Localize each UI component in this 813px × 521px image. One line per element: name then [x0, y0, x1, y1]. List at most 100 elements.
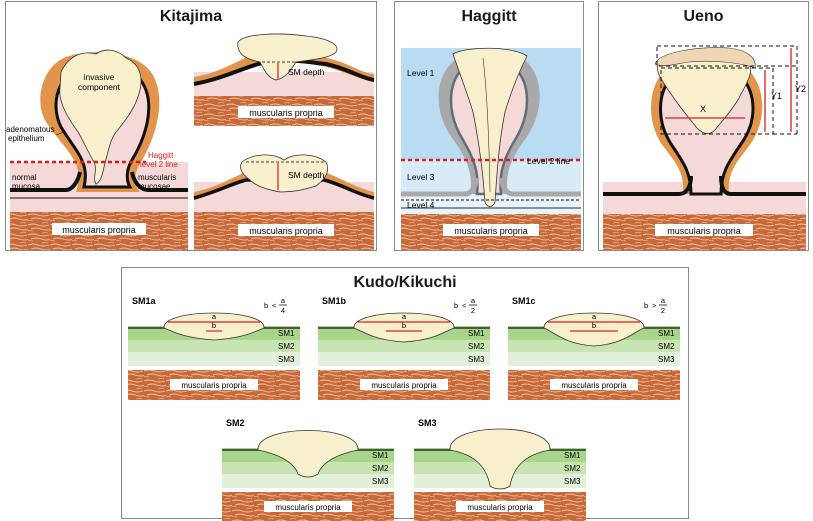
- kitajima-adenomatous-label-2: epithelium: [8, 134, 45, 143]
- haggitt-mucosa-left: [401, 177, 480, 197]
- kudo-sm1c-sm-label-1: SM2: [658, 342, 675, 351]
- kudo-sm1c-name: SM1c: [512, 296, 536, 306]
- kudo-sm1b-a-label: a: [402, 312, 407, 321]
- kitajima-muscularis-mucosae-label-1: muscularis: [138, 173, 176, 182]
- kitajima-sm-depth-label-top: SM depth: [288, 67, 325, 77]
- kitajima-sessile-top-tumor: [237, 33, 338, 81]
- kudo-sm1c-rule-b: b: [644, 301, 648, 310]
- kitajima-muscularis-mucosae-label-2: mucosae: [138, 182, 171, 191]
- ueno-y2-label: Y2: [795, 84, 806, 94]
- kudo-sm2-sm3-layer: [222, 474, 394, 488]
- kudo-sm1c-rule-den: 2: [661, 306, 665, 315]
- haggitt-muscularis-label-bg: [443, 224, 539, 236]
- haggitt-level4-label: Level 4: [407, 200, 435, 210]
- kitajima-muscularis-label-top-bg: [238, 106, 334, 118]
- kitajima-muscularis-label-top: muscularis propria: [249, 108, 323, 118]
- kitajima-haggitt-label-2: level 2 line: [140, 160, 178, 169]
- kudo-sm1a-muscle-label-bg: [170, 379, 258, 390]
- kitajima-normal-mucosa-label-1: normal: [12, 173, 37, 182]
- kudo-sm1b-rule-b: b: [454, 301, 458, 310]
- haggitt-tumor: [452, 47, 528, 207]
- kitajima-sessile-bottom-tumor: [240, 154, 329, 193]
- kitajima-haggitt-label-1: Haggitt: [148, 151, 174, 160]
- kudo-sm1b-muscle-label-bg: [360, 379, 448, 390]
- kitajima-invasive-component: [59, 49, 142, 185]
- haggitt-mucosa-right: [498, 177, 581, 197]
- kudo-sm3-tumor: [449, 428, 551, 490]
- kudo-sm1a-b-label: b: [212, 321, 216, 330]
- kudo-sm1c-muscle-label-bg: [550, 379, 638, 390]
- kudo-sm1b-b-label: b: [402, 321, 406, 330]
- kudo-sm1a-sm-label-2: SM3: [278, 355, 295, 364]
- ueno-diagram: X Y1 Y2 muscularis propria: [603, 45, 806, 250]
- kitajima-adenomatous-pointer: [55, 131, 65, 136]
- kitajima-panel: Kitajima muscularis propria invasive com…: [5, 1, 377, 251]
- kudo-sm2-muscle-label-bg: [264, 501, 352, 512]
- kudo-sm1a-rule-den: 4: [281, 306, 285, 315]
- kudo-sm1c-sm-label-2: SM3: [658, 355, 675, 364]
- kudo-sm1a-muscle-label: muscularis propria: [181, 381, 247, 390]
- kudo-sm1c-a-label: a: [592, 312, 597, 321]
- kudo-sm1a-rule-op: <: [272, 301, 277, 310]
- kitajima-invasive-label-2: component: [78, 82, 121, 92]
- kitajima-sm-depth-label-bottom: SM depth: [288, 170, 325, 180]
- kudo-sm1c-rule-op: >: [652, 301, 657, 310]
- ueno-mucosa-right: [719, 175, 806, 196]
- kudo-sm1c-tumor: [543, 312, 645, 347]
- haggitt-level1-label: Level 1: [407, 68, 435, 78]
- kudo-sm1b-sm3-layer: [318, 352, 490, 366]
- kitajima-sessile-bottom-epithelium: [194, 172, 374, 200]
- kudo-sm1b-rule-num: a: [471, 296, 476, 305]
- ueno-muscularis-label: muscularis propria: [667, 226, 741, 236]
- kudo-sm1c-sm3-layer: [508, 352, 680, 366]
- kudo-sm1a-rule-num: a: [281, 296, 286, 305]
- kudo-sm3-muscle-label: muscularis propria: [467, 503, 533, 512]
- kitajima-adenomatous-label-1: adenomatous: [6, 125, 54, 134]
- kudo-sm2-sm-label-1: SM2: [372, 464, 389, 473]
- haggitt-level2-label: Level 2 line: [527, 156, 570, 166]
- ueno-muscularis-label-bg: [655, 224, 753, 236]
- kudo-sm1c-muscle-label: muscularis propria: [561, 381, 627, 390]
- kitajima-sessile-top-epithelium: [194, 50, 374, 86]
- haggitt-diagram: muscularis propria Level 1 Level 2 line …: [401, 47, 581, 250]
- kudo-sm1c-rule-num: a: [661, 296, 666, 305]
- kudo-sm3-sm-label-0: SM1: [564, 451, 581, 460]
- kitajima-muscularis-label-bottom-bg: [238, 224, 334, 236]
- kudo-sm1b-name: SM1b: [322, 296, 347, 306]
- kudo-sm1b-rule-den: 2: [471, 306, 475, 315]
- kudo-sm1b-sm-label-0: SM1: [468, 329, 485, 338]
- kudo-sm1b-sm-label-2: SM3: [468, 355, 485, 364]
- haggitt-tumor-detail: [482, 57, 491, 193]
- kudo-sm2-sm-label-0: SM1: [372, 451, 389, 460]
- kitajima-normal-mucosa-label-2: mucosa: [12, 182, 41, 191]
- kudo-title: Kudo/Kikuchi: [353, 274, 457, 291]
- kitajima-muscularis-label-left: muscularis propria: [62, 225, 136, 235]
- kudo-sm3-sm-label-2: SM3: [564, 477, 581, 486]
- kudo-sm2-muscle-label: muscularis propria: [275, 503, 341, 512]
- kudo-sm1b-rule-op: <: [462, 301, 467, 310]
- kitajima-muscularis-label-bottom: muscularis propria: [249, 226, 323, 236]
- kudo-sm1a-sm2-layer: [128, 340, 300, 352]
- kitajima-diagram: muscularis propria invasive component ad…: [6, 33, 375, 250]
- kitajima-normal-mucosa-left: [10, 171, 82, 192]
- kitajima-invasive-label-1: invasive: [84, 72, 115, 82]
- kudo-sm1b-tumor: [353, 312, 455, 343]
- ueno-y1-box: [660, 67, 774, 135]
- kudo-sm3-sm-label-1: SM2: [564, 464, 581, 473]
- ueno-title: Ueno: [683, 8, 724, 25]
- kitajima-normal-mucosa-right: [130, 171, 188, 192]
- kudo-sm1c-sm-label-0: SM1: [658, 329, 675, 338]
- ueno-y1-label: Y1: [771, 91, 782, 101]
- kudo-sm2-tumor: [257, 430, 359, 478]
- kudo-sm1a-name: SM1a: [132, 296, 157, 306]
- kudo-sm1a-sm-label-0: SM1: [278, 329, 295, 338]
- kitajima-title: Kitajima: [159, 8, 223, 25]
- kudo-sm1b-sm-label-1: SM2: [468, 342, 485, 351]
- kitajima-muscularis-label-bg: [52, 223, 146, 235]
- kudo-sm1a-sm3-layer: [128, 352, 300, 366]
- ueno-x-label: X: [700, 104, 706, 114]
- kudo-sm1a-sm-label-1: SM2: [278, 342, 295, 351]
- kudo-sm1b-sm2-layer: [318, 340, 490, 352]
